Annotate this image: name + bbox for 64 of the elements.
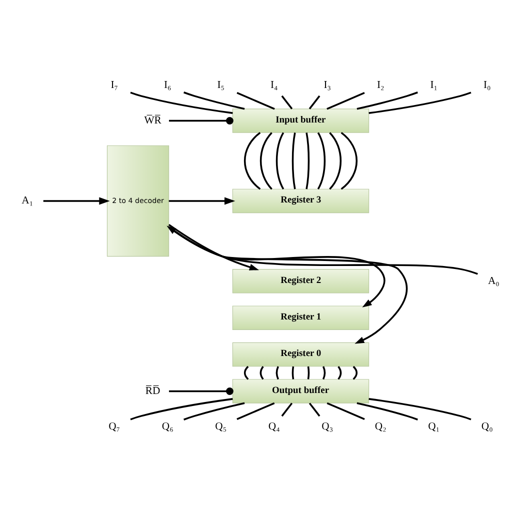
node-text: Q₅: [214, 420, 226, 432]
connector: [368, 91, 471, 114]
node-box: Register 0: [232, 342, 369, 366]
connector: [326, 92, 364, 110]
node-text: A₀: [487, 275, 499, 286]
node-text: I₁: [430, 79, 438, 90]
arrow: [168, 223, 258, 270]
connector: [328, 132, 342, 190]
connector: [183, 402, 244, 420]
connector: [275, 132, 284, 189]
node-text: Q₆: [161, 420, 173, 432]
node-text: I₀: [483, 79, 490, 90]
connector: [168, 116, 233, 124]
connector: [356, 402, 418, 420]
connector: [280, 402, 292, 416]
connector: [275, 366, 279, 380]
connector: [308, 94, 320, 109]
connector: [322, 366, 326, 380]
node-text: A₁: [21, 195, 33, 206]
connector: [340, 132, 357, 190]
node-box: Input buffer: [232, 108, 369, 132]
node-text: Q₁: [428, 420, 440, 432]
node-text: I₃: [323, 79, 330, 90]
connector: [259, 132, 272, 190]
arrow: [168, 196, 235, 204]
node-text: W̅R̅: [144, 114, 161, 126]
node-text: I₇: [110, 79, 118, 90]
node-text: Q₃: [321, 420, 333, 432]
node-box: Register 1: [232, 305, 369, 330]
node-text: I₆: [163, 79, 171, 90]
connector: [356, 91, 418, 110]
connector: [259, 366, 264, 380]
node-text: I₄: [270, 79, 278, 90]
node-text: Q₄: [268, 420, 280, 432]
connector: [183, 91, 244, 110]
connector: [130, 91, 232, 114]
connector: [337, 366, 342, 380]
connector: [308, 402, 320, 416]
node-text: Q₇: [108, 420, 120, 432]
connector: [306, 366, 310, 379]
connector: [130, 398, 232, 420]
node-box: Register 2: [232, 268, 369, 293]
connector: [305, 132, 310, 189]
connector: [291, 366, 294, 379]
node-box: Register 3: [232, 188, 369, 213]
node-text: Q₀: [480, 420, 492, 432]
connector: [236, 402, 274, 420]
connector: [368, 398, 471, 420]
connector: [316, 132, 326, 189]
connector: [326, 402, 364, 420]
connector: [244, 132, 260, 190]
node-box: Output buffer: [232, 378, 369, 403]
connector: [291, 132, 296, 189]
connector: [236, 92, 274, 110]
node-text: I₅: [216, 79, 224, 90]
node-text: Q₂: [374, 420, 386, 432]
connector: [243, 365, 248, 380]
arrow: [166, 225, 478, 274]
connector: [168, 387, 233, 394]
node-text: R̅D̅: [144, 385, 160, 396]
connector: [352, 365, 358, 380]
connector: [280, 94, 292, 109]
node-text: I₂: [376, 79, 384, 90]
arrow: [42, 196, 110, 204]
